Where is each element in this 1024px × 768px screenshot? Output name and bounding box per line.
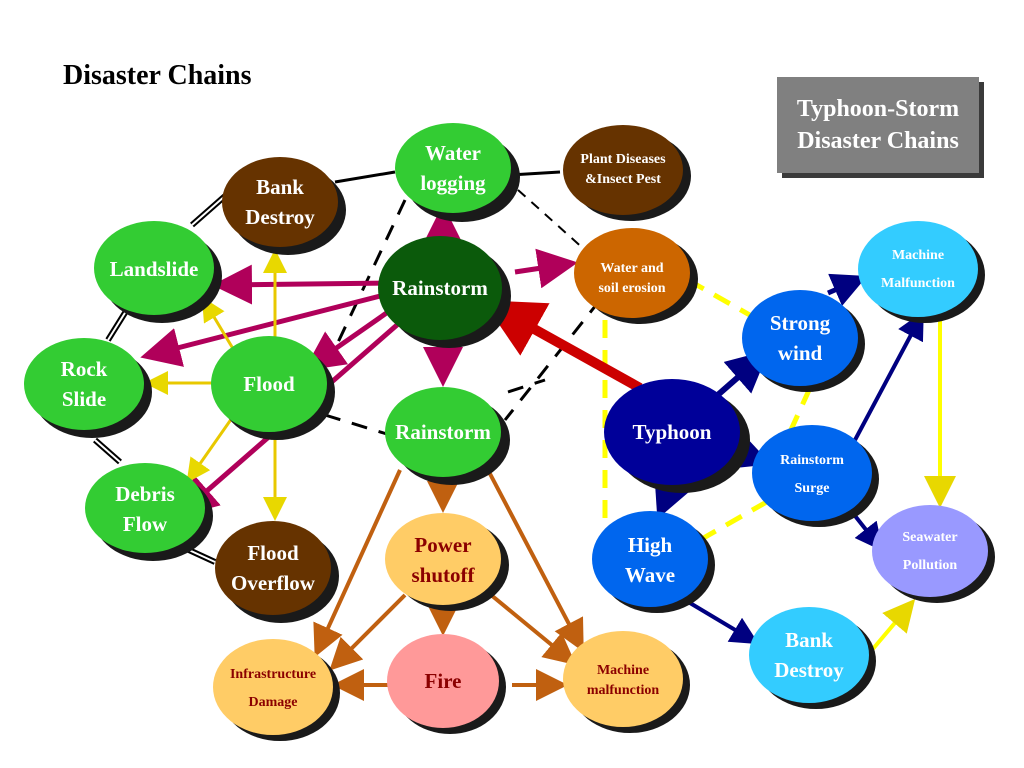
node-strong-wind: Strong wind [742,290,865,392]
node-flood-overflow-line-2: Overflow [231,571,316,595]
diagram-title-badge: Typhoon-Storm Disaster Chains [777,77,979,173]
badge-line-2: Disaster Chains [797,128,959,154]
arrow-flood-landslide [201,296,237,353]
node-plant-diseases-line-1: Plant Diseases [580,152,666,167]
node-erosion-line-1: Water and [600,261,663,276]
node-seawater-line-1: Seawater [902,530,957,545]
arrow-flood-debris [186,417,234,483]
node-rainstorm-top: Rainstorm [378,236,511,348]
node-machine-malfunction-right: Machine Malfunction [858,221,985,323]
node-power-shutoff-line-2: shutoff [411,563,475,587]
connector-rainstorm-typhoon [507,378,546,394]
arrow-wave-bank [683,598,759,645]
node-erosion-line-2: soil erosion [598,281,665,296]
arrow-power-infrastructure [329,593,407,671]
node-rainstorm-surge: Rainstorm Surge [752,425,879,527]
node-bank-destroy-right: Bank Destroy [749,607,876,709]
node-high-wave-line-2: Wave [625,563,675,587]
node-flood-overflow-line-1: Flood [247,541,299,565]
node-water-logging-line-2: logging [420,171,486,195]
node-fire: Fire [387,634,506,734]
node-flood: Flood [211,336,335,440]
arrow-power-machine [483,588,577,666]
node-landslide: Landslide [94,221,222,323]
node-power-shutoff-line-1: Power [414,533,471,557]
badge-line-1: Typhoon-Storm [796,96,960,122]
node-bank-destroy-right-line-2: Destroy [774,658,844,682]
node-rock-slide-line-1: Rock [61,357,108,381]
node-rock-slide-line-2: Slide [62,387,106,411]
arrow-typhoon-wind [710,350,770,403]
connector-waterlogging-erosion [517,189,586,251]
page-title: Disaster Chains [63,60,252,91]
connector-bank-waterlogging [334,170,396,184]
connector-wave-surge [698,497,772,543]
node-bank-destroy-left-line-1: Bank [256,175,304,199]
node-seawater-line-2: Pollution [903,558,958,573]
node-machine-right-line-2: Malfunction [881,276,955,291]
node-machine-bottom-line-1: Machine [597,663,649,678]
connector-erosion-wind [686,277,757,321]
arrow-surge-seawater [850,510,883,552]
node-infrastructure-damage: Infrastructure Damage [213,639,340,741]
node-infrastructure-line-2: Damage [249,695,298,710]
node-strong-wind-line-1: Strong [770,311,831,335]
node-water-logging-line-1: Water [425,141,481,165]
arrow-rainstorm-machine [486,469,584,653]
node-high-wave-line-1: High [628,533,673,557]
node-fire-line-1: Fire [425,669,462,693]
arrow-rainstorm-erosion [514,248,578,289]
node-debris-flow-line-1: Debris [115,482,175,506]
arrow-rainstorm-flood [303,302,400,371]
node-bank-destroy-left-line-2: Destroy [245,205,315,229]
node-machine-malfunction-bottom: Machine malfunction [563,631,690,733]
node-debris-flow: Debris Flow [85,463,213,561]
node-debris-flow-line-2: Flow [123,512,168,536]
arrow-wind-machine [827,273,868,306]
node-rainstorm-top-line-1: Rainstorm [392,276,488,300]
arrow-surge-machine [853,310,924,441]
node-water-logging: Water logging [395,123,520,222]
arrow-rainstorm-landslide [212,264,389,305]
flood-arrows [144,249,287,521]
connector-wind-surge [787,386,813,434]
node-flood-overflow: Flood Overflow [215,521,339,623]
node-rainstorm-mid: Rainstorm [385,387,510,485]
node-machine-bottom-line-2: malfunction [587,683,660,698]
node-surge-line-1: Rainstorm [780,453,844,468]
node-strong-wind-line-2: wind [778,341,823,365]
connector-flood-rainstorm [324,413,391,437]
node-bank-destroy-right-line-1: Bank [785,628,833,652]
node-power-shutoff: Power shutoff [385,513,509,611]
arrow-rainstorm-infrastructure [313,469,402,658]
node-landslide-line-1: Landslide [110,257,199,281]
node-surge-line-2: Surge [795,481,830,496]
node-seawater-pollution: Seawater Pollution [872,505,995,603]
node-rainstorm-mid-line-1: Rainstorm [395,420,491,444]
connector-erosion-rainstorm [503,299,602,421]
arrow-typhoon-rainstorm [482,300,643,393]
node-infrastructure-line-1: Infrastructure [230,667,316,682]
node-high-wave: High Wave [592,511,715,613]
node-rock-slide: Rock Slide [24,338,152,438]
node-water-soil-erosion: Water and soil erosion [574,228,698,324]
node-water-logging-shape [395,123,511,213]
node-machine-right-line-1: Machine [892,248,944,263]
node-plant-diseases-line-2: &Insect Pest [585,172,661,187]
node-typhoon-line-1: Typhoon [633,420,712,444]
node-typhoon: Typhoon [604,379,750,493]
arrow-bank-seawater [870,598,916,652]
nodes: Water logging Plant Diseases &Insect Pes… [24,123,995,741]
node-bank-destroy-left: Bank Destroy [222,157,346,255]
arrow-rainstorm-rockslide [140,290,393,367]
node-flood-line-1: Flood [243,372,295,396]
node-plant-diseases: Plant Diseases &Insect Pest [563,125,691,221]
